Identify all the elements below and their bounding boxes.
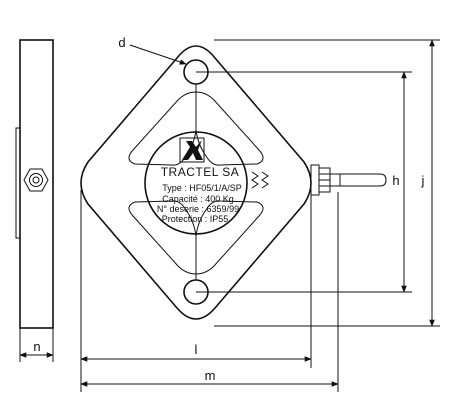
window-lower-right [195, 200, 264, 275]
d-leader [129, 44, 187, 65]
window-lower-left [128, 200, 197, 275]
j-dimension: j [214, 39, 440, 327]
j-label: j [421, 173, 425, 188]
cable-gland-icon [310, 164, 387, 196]
l-dimension: l [80, 190, 312, 368]
front-view: TRACTEL SA Type : HF05/1/A/SP Capacité :… [80, 45, 312, 320]
side-view-body [19, 39, 54, 329]
brand-label: TRACTEL SA [161, 165, 240, 179]
capacity-line: Capacité : 400 Kg [162, 194, 234, 204]
side-view: n [15, 39, 54, 362]
d-dimension: d [118, 35, 187, 65]
outer-frame [80, 45, 312, 320]
side-view-boss [15, 127, 21, 239]
l-label: l [195, 342, 198, 357]
h-label: h [392, 173, 399, 188]
m-dimension: m [80, 192, 339, 392]
h-dimension: h [196, 71, 412, 293]
hex-nut-icon [23, 168, 49, 192]
n-label: n [33, 339, 40, 354]
tractel-logo-icon [179, 137, 205, 163]
d-label: d [118, 35, 125, 50]
notch-right-2 [261, 171, 269, 189]
m-label: m [205, 368, 216, 383]
notch-right [251, 171, 259, 189]
window-upper-right [195, 91, 264, 166]
serial-line: N° deserie : 6359/99 [157, 204, 239, 214]
protection-line: Protection : IP55 [162, 214, 229, 224]
type-line: Type : HF05/1/A/SP [162, 183, 242, 193]
nameplate-disc [144, 131, 248, 235]
